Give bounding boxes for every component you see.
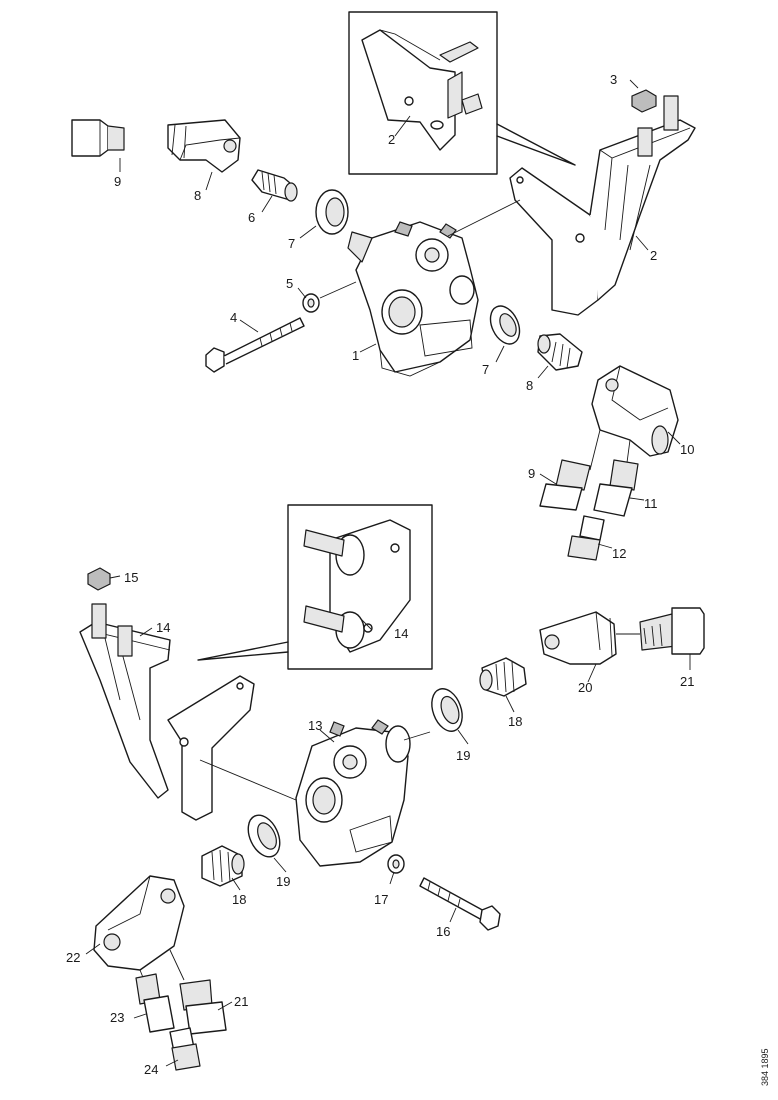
part-label-12: 12 (612, 546, 626, 561)
connector-18a (479, 657, 527, 697)
manifold-22 (93, 875, 185, 991)
part-label-9: 9 (528, 466, 535, 481)
inset-detail-bottom (197, 504, 433, 670)
manifold-10 (589, 365, 679, 471)
connector-6 (251, 169, 298, 202)
seal-ring-19a (431, 688, 463, 732)
part-label-3: 3 (610, 72, 617, 87)
bolt-lower (387, 854, 501, 931)
plug-9a (71, 119, 125, 157)
part-label-4: 4 (230, 310, 237, 325)
part-label-1: 1 (352, 348, 359, 363)
part-label-5: 5 (286, 276, 293, 291)
elbow-8a (167, 119, 241, 173)
part-label-9: 9 (114, 174, 121, 189)
part-labels: 1 2 2 3 4 5 6 7 7 8 8 9 9 10 11 12 13 14… (66, 72, 694, 1077)
part-label-14: 14 (394, 626, 408, 641)
part-label-22: 22 (66, 950, 80, 965)
part-label-7: 7 (288, 236, 295, 251)
part-label-11: 11 (644, 496, 658, 511)
seal-ring-7a (315, 189, 349, 235)
part-label-2: 2 (650, 248, 657, 263)
part-label-15: 15 (124, 570, 138, 585)
bracket-lower (79, 621, 297, 821)
part-label-19: 19 (456, 748, 470, 763)
fitting-12 (567, 515, 605, 561)
studs-nut-upper (629, 79, 679, 157)
studs-nut-lower (87, 567, 133, 657)
bolt-upper (205, 281, 357, 373)
plug-9b (539, 459, 591, 511)
connector-8b (537, 333, 583, 371)
part-label-17: 17 (374, 892, 388, 907)
part-label-21: 21 (680, 674, 694, 689)
part-label-19: 19 (276, 874, 290, 889)
part-label-10: 10 (680, 442, 694, 457)
part-label-6: 6 (248, 210, 255, 225)
fitting-11 (593, 459, 639, 517)
plug-21a (639, 607, 705, 655)
part-label-20: 20 (578, 680, 592, 695)
plug-21b (179, 979, 227, 1035)
valve-body-upper (347, 199, 521, 377)
seal-ring-7b (489, 305, 521, 345)
part-label-16: 16 (436, 924, 450, 939)
fitting-24 (169, 1027, 201, 1071)
part-label-2: 2 (388, 132, 395, 147)
valve-body-lower (295, 719, 431, 867)
part-label-23: 23 (110, 1010, 124, 1025)
part-label-13: 13 (308, 718, 322, 733)
part-label-7: 7 (482, 362, 489, 377)
part-label-18: 18 (508, 714, 522, 729)
part-label-14: 14 (156, 620, 170, 635)
part-label-8: 8 (526, 378, 533, 393)
figure-code: 384 1895 (760, 1048, 770, 1086)
inset-detail-top (348, 11, 576, 175)
fitting-23 (135, 973, 175, 1033)
elbow-20 (539, 611, 640, 665)
part-label-24: 24 (144, 1062, 158, 1077)
leader-lines (85, 115, 691, 1067)
part-label-8: 8 (194, 188, 201, 203)
seal-ring-19b (247, 814, 281, 858)
part-label-18: 18 (232, 892, 246, 907)
part-label-21: 21 (234, 994, 248, 1009)
bracket-upper (509, 119, 696, 316)
connector-18b (201, 845, 245, 887)
